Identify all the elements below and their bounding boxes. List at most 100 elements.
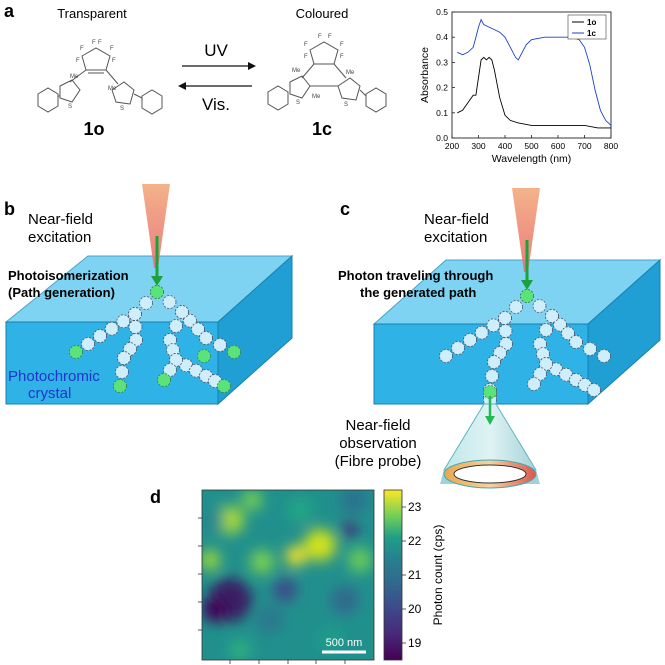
path-molecule (533, 367, 547, 381)
path-molecule (487, 355, 501, 369)
path-molecule (533, 337, 547, 351)
heatmap-blob (340, 490, 368, 514)
sulfur-atom: S (344, 102, 348, 108)
f-atom: F (112, 58, 116, 64)
f-atom: F (92, 40, 96, 46)
path-molecule (115, 365, 129, 379)
x-axis-title: Wavelength (nm) (492, 153, 572, 165)
path-molecule (587, 383, 601, 397)
legend-box (567, 14, 607, 40)
process-label-line2: (Path generation) (8, 285, 115, 300)
heatmap-blob (273, 578, 297, 602)
heatmap-blob (202, 598, 226, 622)
panel-label-d: d (150, 487, 161, 507)
isomerized-molecule (483, 385, 497, 399)
transparent-caption: Transparent (57, 6, 127, 21)
f-atom: F (304, 54, 308, 60)
crystal-label-line2: crystal (28, 385, 71, 402)
colorbar-tick-23: 23 (408, 500, 422, 514)
path-molecule (104, 321, 119, 336)
path-molecule (93, 329, 107, 343)
heatmap-blob (348, 548, 372, 572)
compound-1c-label: 1c (312, 119, 332, 139)
path-molecule (536, 347, 550, 361)
colorbar-tick-21: 21 (408, 568, 422, 582)
heatmap-blob (331, 586, 359, 614)
excitation-arrowhead-c (521, 280, 533, 290)
path-molecule (527, 377, 541, 391)
panel-label-a: a (4, 1, 15, 21)
isomerized-molecule (69, 345, 83, 359)
path-molecule (569, 335, 583, 349)
y-tick-label: 0.4 (436, 32, 448, 42)
sulfur-atom: S (120, 106, 124, 112)
path-molecule (163, 363, 177, 377)
path-molecule (553, 317, 567, 332)
me-label: Me (292, 68, 301, 74)
observation-label-line2: observation (339, 435, 417, 452)
path-molecule (561, 326, 575, 341)
panel-c: c Near-field excitation Near-field obser… (335, 188, 662, 489)
heatmap-blob (230, 640, 250, 660)
colorbar-tick-20: 20 (408, 602, 422, 616)
excitation-label-line2: excitation (424, 229, 487, 246)
heatmap-blob (256, 606, 284, 634)
heatmap-blob (286, 546, 306, 566)
excitation-label-line2: excitation (28, 229, 91, 246)
path-molecule (163, 333, 177, 347)
heatmap-blob (202, 550, 220, 570)
path-molecule (583, 342, 597, 356)
process-label-line1: Photoisomerization (8, 268, 129, 283)
heatmap-blob (242, 490, 262, 510)
me-label: Me (70, 74, 79, 80)
crystal-block-b (4, 254, 294, 406)
path-molecule (116, 314, 131, 329)
path-molecule (213, 338, 227, 352)
me-label: Me (108, 86, 117, 92)
heatmap-blob (288, 498, 312, 522)
path-molecule (128, 320, 143, 334)
f-atom: F (340, 54, 344, 60)
compound-1o-label: 1o (83, 119, 104, 139)
path-molecule (451, 341, 465, 355)
heatmap-blob (216, 506, 244, 534)
x-tick-label: 700 (577, 141, 591, 151)
isomerized-molecule (520, 289, 534, 303)
f-atom: F (80, 46, 84, 52)
me-label: Me (312, 94, 321, 100)
isomerized-molecule (150, 285, 164, 299)
heatmap-blob (205, 510, 225, 530)
path-molecule (139, 296, 153, 310)
y-tick-label: 0.1 (436, 108, 448, 118)
isomerized-molecule (217, 379, 231, 393)
generated-path-b (69, 285, 241, 393)
path-molecule (81, 337, 95, 351)
colorbar (383, 489, 403, 661)
process-label-line1: Photon traveling through (338, 268, 493, 283)
x-tick-label: 400 (498, 141, 512, 151)
path-molecule (539, 323, 553, 337)
series-line-1c (457, 18, 612, 126)
legend-entry-1c: 1c (587, 29, 596, 38)
path-molecule (486, 318, 501, 333)
f-atom: F (76, 58, 80, 64)
y-tick-label: 0.5 (436, 7, 448, 17)
path-molecule (474, 325, 489, 340)
series-line-1o (457, 56, 611, 129)
f-atom: F (328, 34, 332, 40)
heatmap-blob (342, 522, 358, 538)
excitation-beam-b (142, 184, 170, 268)
process-label-line2: the generated path (360, 285, 476, 300)
isomerized-molecule (113, 379, 127, 393)
visible-light-label: Vis. (202, 95, 230, 114)
x-tick-label: 300 (471, 141, 485, 151)
y-tick-label: 0.2 (436, 83, 448, 93)
path-molecule (545, 309, 559, 323)
path-molecule (539, 357, 553, 371)
heatmap-blob (250, 550, 274, 574)
heatmap-blob (304, 529, 336, 561)
x-tick-label: 600 (551, 141, 565, 151)
f-atom: F (318, 34, 322, 40)
generated-path-c (439, 289, 611, 407)
